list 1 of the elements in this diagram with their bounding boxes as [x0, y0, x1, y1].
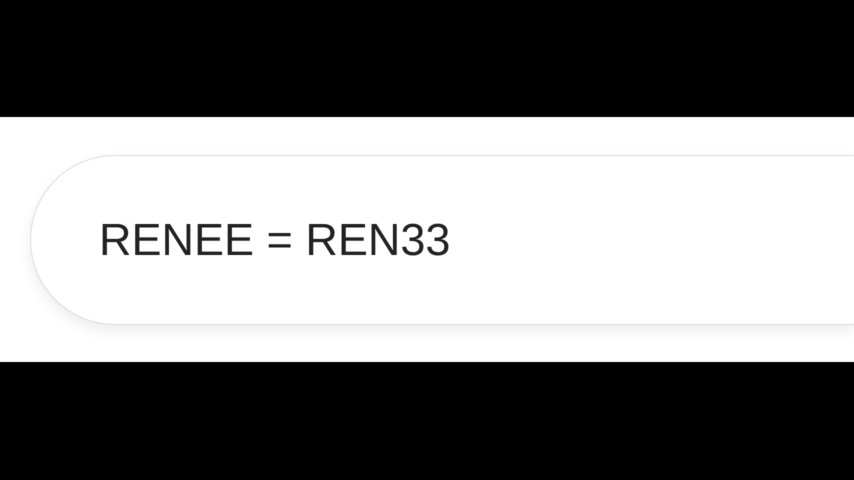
input-field: RENEE = REN33: [30, 155, 854, 325]
